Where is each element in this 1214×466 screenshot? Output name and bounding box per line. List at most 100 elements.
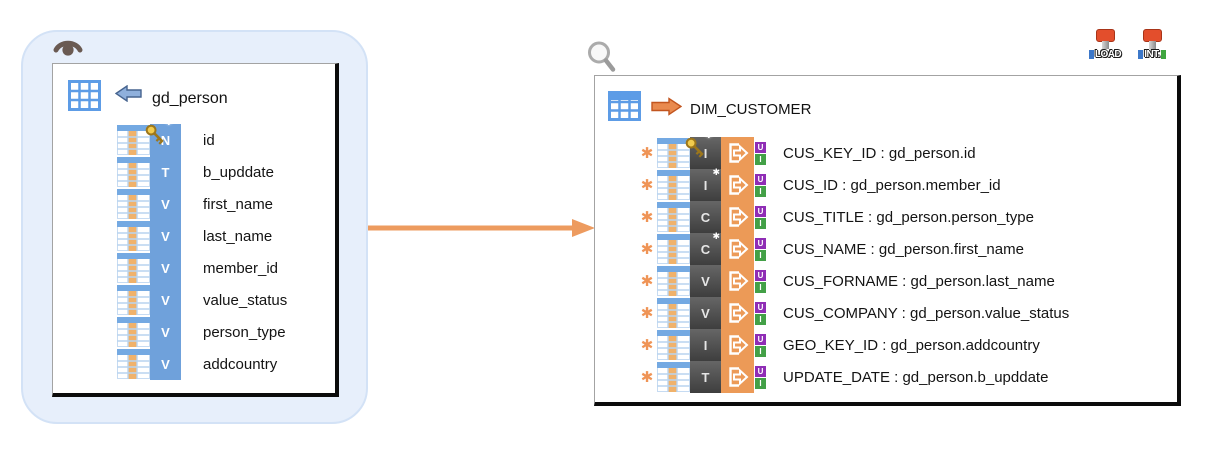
primary-key-icon: ✱	[682, 131, 713, 161]
update-flag-badge: U	[755, 333, 766, 345]
source-column-row[interactable]: N	[53, 118, 335, 156]
column-name: value_status	[203, 291, 288, 309]
mandatory-asterisk-icon: ✱	[640, 176, 654, 194]
green-marker	[1160, 50, 1166, 59]
mapping-flow-arrow	[368, 219, 595, 237]
column-icon	[657, 170, 690, 200]
column-icon	[117, 189, 150, 219]
stamp-stem-icon	[1101, 41, 1109, 49]
column-mapping-text: CUS_KEY_ID : gd_person.id	[783, 144, 976, 162]
source-column-row[interactable]: V person_type	[53, 316, 335, 348]
target-column-row[interactable]: ✱ T	[595, 361, 1177, 393]
mandatory-asterisk-icon: ✱	[640, 240, 654, 258]
mandatory-asterisk-icon: ✱	[640, 272, 654, 290]
insert-flag-badge: I	[755, 153, 766, 165]
column-mapping-text: CUS_TITLE : gd_person.person_type	[783, 208, 1034, 226]
mandatory-asterisk-icon: ✱	[640, 368, 654, 386]
type-badge: C	[690, 201, 721, 233]
column-icon	[117, 285, 150, 315]
export-mapping-icon	[721, 265, 754, 297]
column-icon	[657, 138, 690, 168]
magnifier-icon[interactable]	[586, 40, 617, 73]
insert-flag-badge: I	[755, 185, 766, 197]
type-badge: C ✱	[690, 232, 721, 265]
export-mapping-icon	[721, 169, 754, 201]
target-column-row[interactable]: ✱ I	[595, 329, 1177, 361]
column-name: person_type	[203, 323, 286, 341]
source-table-panel[interactable]: gd_person	[52, 63, 339, 397]
load-badge-label: LOAD	[1095, 48, 1122, 60]
mandatory-asterisk-icon: ✱	[640, 304, 654, 322]
column-name: id	[203, 131, 215, 149]
column-icon	[657, 266, 690, 296]
column-icon	[657, 362, 690, 392]
column-icon	[117, 253, 150, 283]
blue-marker	[1138, 50, 1144, 59]
type-badge: V	[150, 284, 181, 316]
target-column-row[interactable]: ✱ I	[595, 168, 1177, 201]
target-column-row[interactable]: ✱ C	[595, 201, 1177, 233]
column-name: last_name	[203, 227, 273, 245]
flag-badges: U I	[755, 333, 766, 357]
flag-badges: U I	[755, 269, 766, 293]
type-badge: I ✱	[690, 168, 721, 201]
column-icon	[657, 298, 690, 328]
source-table-container[interactable]: gd_person	[21, 30, 368, 424]
flag-badges: U I	[755, 173, 766, 197]
flag-badges: U I	[755, 365, 766, 389]
target-table-panel[interactable]: DIM_CUSTOMER ✱	[594, 75, 1181, 406]
stamp-stem-icon	[1148, 41, 1156, 49]
load-badge-button[interactable]: LOAD	[1084, 29, 1126, 74]
mandatory-asterisk-icon: ✱	[640, 144, 654, 162]
type-badge: V	[150, 188, 181, 220]
type-badge: V	[150, 220, 181, 252]
column-icon	[117, 157, 150, 187]
flag-badges: U I	[755, 301, 766, 325]
table-grid-icon	[68, 80, 101, 111]
int-badge-button[interactable]: INT.	[1131, 29, 1173, 74]
export-mapping-icon	[721, 233, 754, 265]
insert-flag-badge: I	[755, 377, 766, 389]
target-table-header[interactable]: DIM_CUSTOMER	[595, 76, 1177, 132]
insert-flag-badge: I	[755, 345, 766, 357]
target-column-row[interactable]: ✱ V	[595, 297, 1177, 329]
type-badge: V	[150, 348, 181, 380]
source-column-row[interactable]: V value_status	[53, 284, 335, 316]
column-icon	[117, 317, 150, 347]
source-column-row[interactable]: V first_name	[53, 188, 335, 220]
target-column-row[interactable]: ✱ I	[595, 131, 1177, 169]
insert-flag-badge: I	[755, 281, 766, 293]
update-flag-badge: U	[755, 205, 766, 217]
source-column-row[interactable]: T b_upddate	[53, 156, 335, 188]
update-flag-badge: U	[755, 237, 766, 249]
column-mapping-text: CUS_ID : gd_person.member_id	[783, 176, 1001, 194]
table-grid-icon	[608, 91, 641, 122]
flag-badges: U I	[755, 237, 766, 261]
export-mapping-icon	[721, 201, 754, 233]
type-badge: V	[150, 252, 181, 284]
source-column-row[interactable]: V member_id	[53, 252, 335, 284]
blue-marker	[1089, 50, 1095, 59]
update-flag-badge: U	[755, 269, 766, 281]
flag-badges: U I	[755, 205, 766, 229]
source-table-header[interactable]: gd_person	[53, 64, 335, 120]
primary-key-icon: ✱	[142, 118, 173, 148]
target-column-row[interactable]: ✱ C	[595, 232, 1177, 265]
source-column-row[interactable]: V last_name	[53, 220, 335, 252]
column-icon	[657, 330, 690, 360]
export-mapping-icon	[721, 297, 754, 329]
source-column-row[interactable]: V addcountry	[53, 348, 335, 380]
load-badge-label-wrap: LOAD	[1089, 47, 1122, 62]
column-name: b_upddate	[203, 163, 274, 181]
column-mapping-text: CUS_COMPANY : gd_person.value_status	[783, 304, 1070, 322]
type-badge: T	[150, 156, 181, 188]
source-table-title: gd_person	[152, 90, 228, 107]
type-badge: I	[690, 329, 721, 361]
column-mapping-text: UPDATE_DATE : gd_person.b_upddate	[783, 368, 1049, 386]
column-mapping-text: CUS_NAME : gd_person.first_name	[783, 240, 1024, 258]
target-rows: ✱ I	[595, 131, 1177, 393]
arrow-left-icon	[114, 84, 142, 103]
target-column-row[interactable]: ✱ V	[595, 265, 1177, 297]
update-flag-badge: U	[755, 141, 766, 153]
eye-icon[interactable]	[50, 33, 86, 59]
